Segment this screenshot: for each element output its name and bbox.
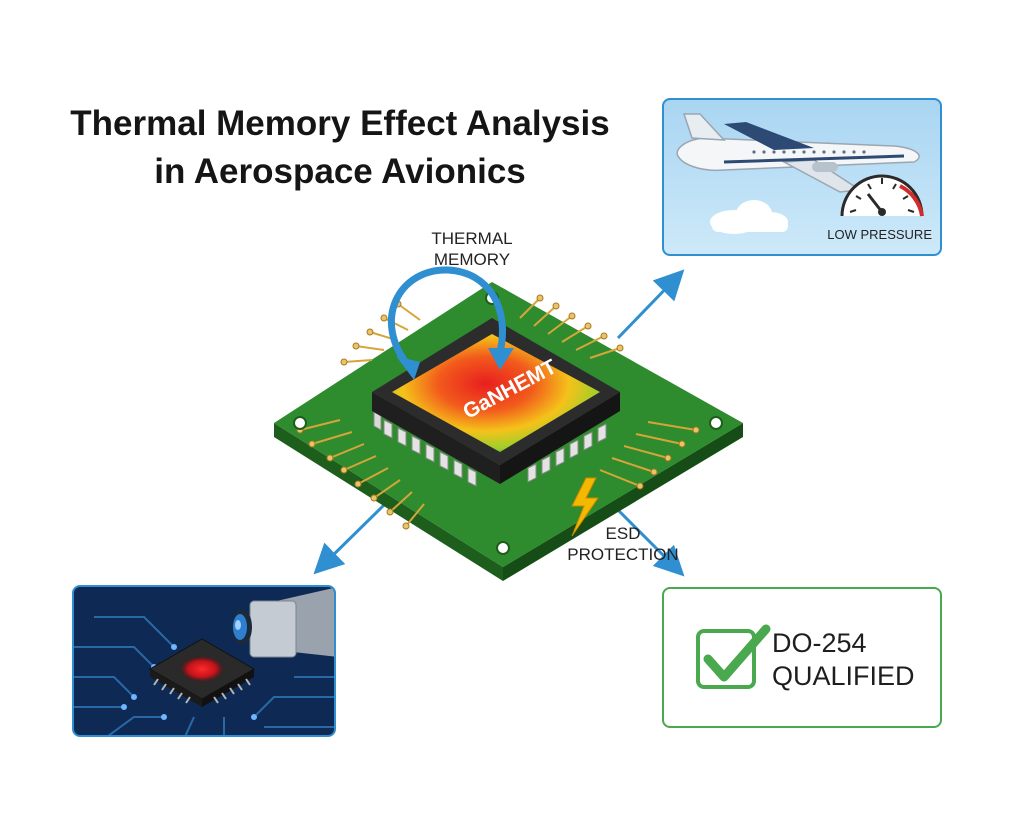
thermal-imaging-scene [74, 587, 334, 735]
cloud-icon [710, 200, 788, 234]
qualification-panel: DO-254 QUALIFIED [662, 587, 942, 728]
qualification-text: DO-254 QUALIFIED [772, 627, 915, 693]
arrow-to-camera [313, 503, 386, 575]
gan-hemt-chip: GaN HEMT [372, 318, 620, 487]
title-line-1: Thermal Memory Effect Analysis [70, 104, 610, 143]
arrow-to-flight [616, 269, 685, 340]
qualification-line-1: DO-254 [772, 628, 867, 658]
arrow-to-qualification [610, 502, 685, 577]
thermal-memory-arrow [388, 266, 514, 380]
flight-scene [676, 113, 924, 234]
airplane-icon [676, 113, 920, 193]
esd-line-2: PROTECTION [567, 545, 679, 564]
thermal-memory-line-1: THERMAL [431, 229, 513, 248]
page-title: Thermal Memory Effect Analysis in Aerosp… [20, 100, 660, 196]
checkmark-icon [696, 624, 771, 689]
title-line-2: in Aerospace Avionics [154, 152, 526, 191]
low-pressure-label: LOW PRESSURE [827, 227, 932, 242]
thermal-memory-label: THERMAL MEMORY [418, 228, 526, 270]
thermal-imaging-panel [72, 585, 336, 737]
thermal-memory-line-2: MEMORY [433, 250, 511, 269]
camera-icon [232, 587, 334, 658]
esd-line-1: ESD [605, 524, 641, 543]
flight-conditions-panel: LOW PRESSURE [662, 98, 942, 256]
connector-arrows [313, 269, 685, 577]
gauge-icon [840, 174, 924, 217]
imaged-chip [148, 638, 256, 707]
esd-protection-label: ESD PROTECTION [560, 523, 686, 565]
lightning-icon [571, 477, 599, 537]
qualification-line-2: QUALIFIED [772, 661, 915, 691]
